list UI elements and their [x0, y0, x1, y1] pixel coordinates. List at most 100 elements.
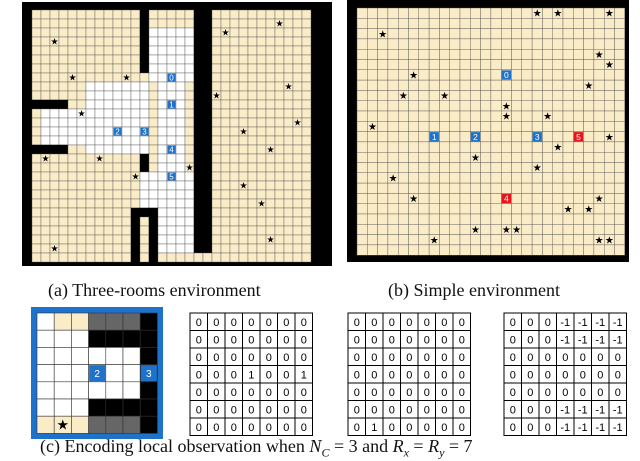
- grid-cell: [167, 235, 176, 244]
- grid-cell: [41, 163, 50, 172]
- grid-cell: [615, 70, 625, 80]
- grid-cell: [77, 244, 86, 253]
- grid-cell: [450, 29, 460, 39]
- grid-cell: [176, 235, 185, 244]
- goal-star-icon: ★: [409, 194, 418, 205]
- grid-cell: [553, 235, 563, 245]
- grid-cell: [429, 204, 439, 214]
- grid-cell: [140, 244, 149, 253]
- grid-cell: [512, 183, 522, 193]
- grid-cell: [439, 111, 449, 121]
- grid-cell: [594, 60, 604, 70]
- grid-cell: [615, 29, 625, 39]
- grid-cell: [542, 60, 552, 70]
- grid-cell: [68, 190, 77, 199]
- grid-cell: [584, 29, 594, 39]
- grid-cell: [122, 244, 131, 253]
- grid-cell: [194, 253, 203, 262]
- grid-cell: [542, 8, 552, 18]
- grid-cell: [266, 46, 275, 55]
- grid-cell: [68, 100, 77, 109]
- matrix-value: 0: [615, 352, 621, 364]
- matrix-value: 0: [545, 352, 551, 364]
- goal-star-icon: ★: [595, 235, 604, 246]
- grid-cell: [501, 204, 511, 214]
- grid-cell: [302, 109, 311, 118]
- grid-cell: [522, 111, 532, 121]
- grid-cell: [542, 29, 552, 39]
- grid-cell: [302, 55, 311, 64]
- grid-cell: [140, 226, 149, 235]
- grid-cell: [266, 109, 275, 118]
- grid-cell: [512, 132, 522, 142]
- matrix-value: 0: [510, 422, 516, 434]
- grid-cell: [167, 37, 176, 46]
- grid-cell: [104, 190, 113, 199]
- grid-cell: [491, 39, 501, 49]
- grid-cell: [439, 183, 449, 193]
- matrix-value: 0: [266, 387, 272, 399]
- grid-cell: [50, 64, 59, 73]
- grid-cell: [221, 100, 230, 109]
- grid-cell: [239, 55, 248, 64]
- grid-cell: [122, 118, 131, 127]
- grid-cell: [429, 8, 439, 18]
- grid-cell: [257, 181, 266, 190]
- grid-cell: [158, 109, 167, 118]
- grid-cell: [604, 80, 614, 90]
- grid-cell: [86, 217, 95, 226]
- grid-cell: [439, 18, 449, 28]
- grid-cell: [275, 208, 284, 217]
- grid-cell: [398, 70, 408, 80]
- grid-cell: [275, 253, 284, 262]
- grid-cell: [357, 173, 367, 183]
- grid-cell: [239, 82, 248, 91]
- grid-cell: [113, 181, 122, 190]
- grid-cell: [149, 19, 158, 28]
- grid-cell: [419, 49, 429, 59]
- grid-cell: [367, 183, 377, 193]
- grid-cell: [429, 121, 439, 131]
- grid-cell: [131, 154, 140, 163]
- goal-star-icon: ★: [194, 217, 202, 227]
- grid-cell: [59, 136, 68, 145]
- grid-cell: [378, 101, 388, 111]
- grid-cell: [409, 132, 419, 142]
- grid-cell: [194, 127, 203, 136]
- grid-cell: [481, 111, 491, 121]
- matrix-value: 0: [424, 334, 430, 346]
- grid-cell: [59, 73, 68, 82]
- matrix-value: 0: [406, 387, 412, 399]
- grid-cell: [123, 365, 140, 382]
- grid-cell: [615, 121, 625, 131]
- matrix-value: 0: [389, 334, 395, 346]
- grid-cell: [50, 10, 59, 19]
- grid-cell: [32, 154, 41, 163]
- grid-cell: [239, 145, 248, 154]
- grid-cell: [230, 73, 239, 82]
- matrix-value: 0: [406, 352, 412, 364]
- grid-cell: [460, 193, 470, 203]
- grid-cell: [212, 10, 221, 19]
- matrix-value: 0: [213, 334, 219, 346]
- grid-cell: [149, 82, 158, 91]
- grid-cell: [460, 204, 470, 214]
- matrix-value: 0: [196, 352, 202, 364]
- matrix-value: 0: [510, 352, 516, 364]
- grid-cell: [185, 226, 194, 235]
- grid-cell: [275, 244, 284, 253]
- grid-cell: [140, 64, 149, 73]
- grid-cell: [123, 347, 140, 364]
- grid-cell: [185, 82, 194, 91]
- grid-cell: [59, 163, 68, 172]
- grid-cell: [470, 235, 480, 245]
- grid-cell: [86, 100, 95, 109]
- grid-cell: [149, 145, 158, 154]
- grid-cell: [378, 39, 388, 49]
- grid-cell: [491, 60, 501, 70]
- grid-cell: [439, 224, 449, 234]
- grid-cell: [158, 28, 167, 37]
- grid-cell: [149, 10, 158, 19]
- grid-cell: [167, 91, 176, 100]
- grid-cell: [388, 80, 398, 90]
